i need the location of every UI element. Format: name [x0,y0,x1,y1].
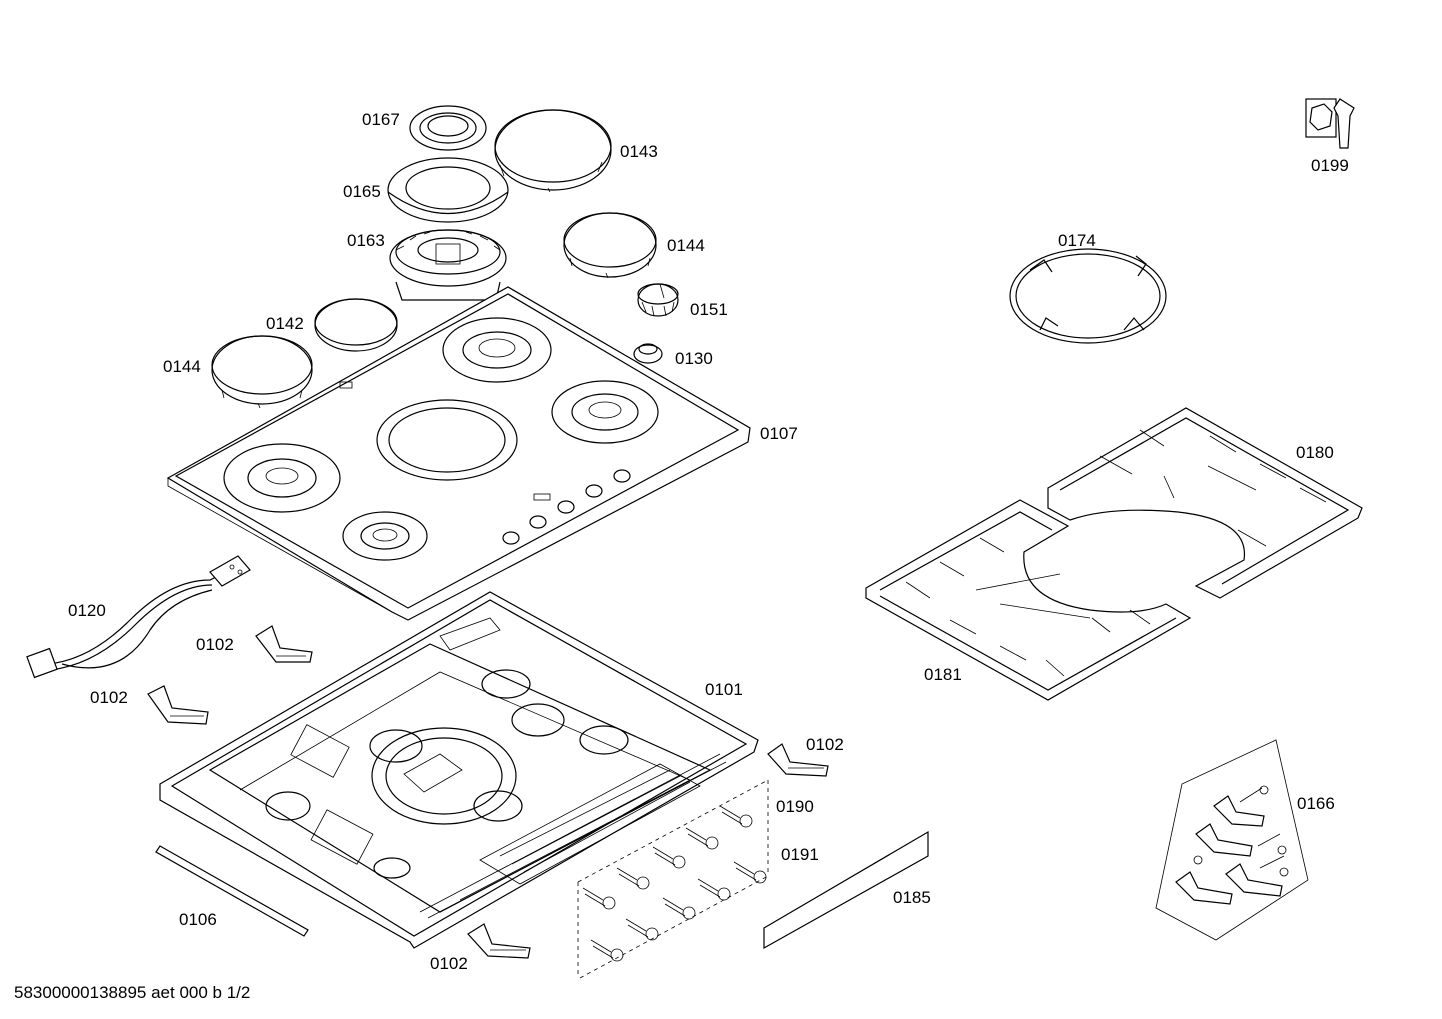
adhesive-strip-0185 [763,830,929,950]
label-0165: 0165 [343,182,381,201]
label-0167: 0167 [362,110,400,129]
control-knob-0151 [637,283,679,317]
cooktop-surface-0107 [166,286,751,621]
pan-support-grate-0180 [1047,407,1363,599]
label-0185: 0185 [893,888,931,907]
label-0166: 0166 [1297,794,1335,813]
pan-support-grate-0181 [865,499,1192,701]
knob-base-0130 [633,343,663,364]
label-0130: 0130 [675,349,713,368]
burner-ring-0165 [387,157,509,223]
label-0199: 0199 [1311,156,1349,175]
label-0101: 0101 [705,680,743,699]
label-0107: 0107 [760,424,798,443]
wrench-nut-icon [1305,98,1355,149]
power-cord-0120 [26,555,251,679]
label-0144-left: 0144 [163,357,201,376]
fixing-kit-0166 [1155,739,1309,941]
label-0143: 0143 [620,142,658,161]
label-0102-upper-left: 0102 [196,635,234,654]
seal-strip-0106 [155,845,309,937]
wok-ring-0174 [1009,248,1167,344]
document-id-footer: 58300000138895 aet 000 b 1/2 [14,983,250,1002]
burner-cap-0144-right [563,212,657,279]
label-0106: 0106 [179,910,217,929]
label-0142: 0142 [266,314,304,333]
clamp-0102-bottom [467,923,531,959]
label-0144-right: 0144 [667,236,705,255]
clamp-0102-lower-left [147,685,209,725]
label-0181: 0181 [924,665,962,684]
label-0151: 0151 [690,300,728,319]
burner-cap-ring-0167 [409,105,487,151]
label-0102-right: 0102 [806,735,844,754]
label-0163: 0163 [347,231,385,250]
burner-head-0163 [389,229,507,301]
base-tray-0101 [159,591,759,949]
label-0191: 0191 [781,845,819,864]
label-0102-bottom: 0102 [430,954,468,973]
burner-cap-0143 [494,109,612,193]
label-0174: 0174 [1058,231,1096,250]
burner-cap-0142 [314,298,398,352]
clamp-0102-right [767,743,829,777]
label-0102-lower-left: 0102 [90,688,128,707]
clamp-0102-upper-left [255,625,313,663]
burner-cap-0144-left [211,335,313,409]
screw-set-0190-0191 [577,779,769,979]
label-0120: 0120 [68,601,106,620]
label-0180: 0180 [1296,443,1334,462]
label-0190: 0190 [776,797,814,816]
